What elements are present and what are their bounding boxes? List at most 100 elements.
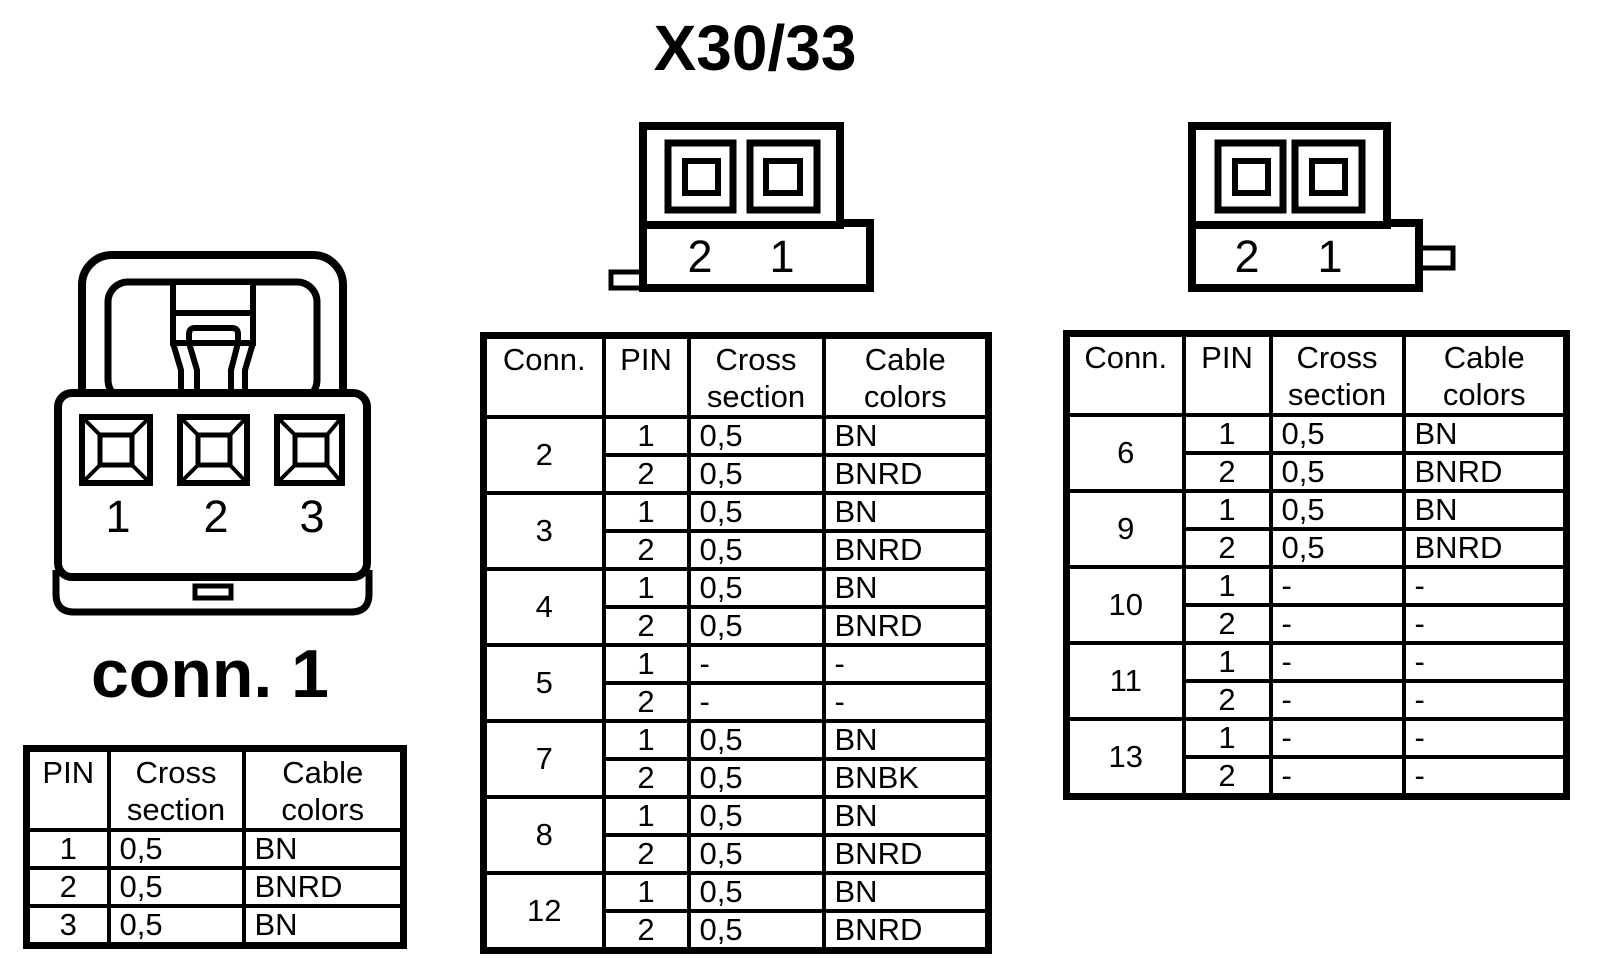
column-header: PIN: [24, 746, 111, 832]
cell: -: [1401, 603, 1569, 645]
page-title: X30/33: [653, 12, 857, 84]
pin-label: 1: [769, 231, 794, 282]
cell: 0,5: [686, 491, 826, 533]
cell: 0,5: [1268, 451, 1406, 493]
cell: 1: [24, 828, 111, 870]
cell: 2: [601, 681, 691, 723]
cell: 1: [1181, 641, 1273, 683]
cell: -: [821, 681, 991, 723]
three-pin-connector-drawing: 1 2 3: [52, 251, 373, 616]
cell: -: [686, 681, 826, 723]
cell: BNRD: [1401, 527, 1569, 569]
table-row: 2--: [1067, 679, 1569, 721]
cell: 0,5: [106, 828, 246, 870]
column-header: PIN: [601, 333, 691, 419]
cell: 1: [601, 719, 691, 761]
cell: BNRD: [821, 909, 991, 953]
cell: 0,5: [686, 833, 826, 875]
cell: 0,5: [686, 567, 826, 609]
pin-label: 1: [105, 491, 130, 542]
cell: 1: [601, 567, 691, 609]
cell: 0,5: [686, 529, 826, 571]
cell: 1: [601, 795, 691, 837]
pin-cavity-1: [746, 139, 821, 214]
column-header: Cross section: [106, 746, 246, 832]
cell: BNBK: [821, 757, 991, 799]
cell: -: [686, 643, 826, 685]
table-row: 2--: [484, 681, 991, 723]
pin-label: 3: [299, 491, 324, 542]
cell: 1: [601, 491, 691, 533]
cell: BN: [241, 904, 406, 948]
cell: 2: [601, 605, 691, 647]
cell: 0,5: [686, 909, 826, 953]
cell: 3: [24, 904, 111, 948]
cell: BNRD: [821, 453, 991, 495]
cell: 2: [1181, 527, 1273, 569]
cell: 1: [1181, 565, 1273, 607]
cell: 1: [601, 415, 691, 457]
conn-cell: 2: [481, 415, 606, 495]
cell: -: [1268, 641, 1406, 683]
cell: -: [1401, 717, 1569, 759]
cell: BNRD: [821, 529, 991, 571]
cell: -: [1401, 641, 1569, 683]
cell: 0,5: [1268, 527, 1406, 569]
conn-cell: 4: [481, 567, 606, 647]
pin-label: 2: [1234, 231, 1259, 282]
pin-cavity-1: [79, 414, 153, 486]
cell: -: [1268, 717, 1406, 759]
cell: BN: [821, 719, 991, 761]
cell: 0,5: [106, 866, 246, 908]
conn-cell: 5: [481, 643, 606, 723]
cell: -: [1401, 755, 1569, 799]
cell: 0,5: [106, 904, 246, 948]
cell: 1: [1181, 489, 1273, 531]
conn-cell: 10: [1064, 565, 1186, 645]
cell: 2: [601, 453, 691, 495]
cell: BN: [241, 828, 406, 870]
cell: BN: [1401, 413, 1569, 455]
cell: BN: [821, 567, 991, 609]
cell: -: [1268, 603, 1406, 645]
conn-cell: 11: [1064, 641, 1186, 721]
cell: 0,5: [686, 795, 826, 837]
cell: 2: [601, 833, 691, 875]
cell: 1: [1181, 717, 1273, 759]
table-row: 2--: [1067, 603, 1569, 645]
cell: 2: [24, 866, 111, 908]
conn-cell: 6: [1064, 413, 1186, 493]
cell: 0,5: [1268, 489, 1406, 531]
column-header: PIN: [1181, 331, 1273, 417]
cell: 2: [601, 909, 691, 953]
column-header: Conn.: [481, 333, 606, 419]
pin-label: 1: [1317, 231, 1342, 282]
connector-caption: conn. 1: [90, 636, 330, 712]
cell: 1: [601, 871, 691, 913]
two-pin-connector-drawing-left: 2 1: [608, 122, 874, 292]
conn-cell: 12: [481, 871, 606, 953]
cell: 0,5: [686, 757, 826, 799]
cell: 0,5: [686, 605, 826, 647]
cell: 0,5: [686, 871, 826, 913]
pin-cavity-1: [1291, 139, 1366, 214]
cell: BN: [1401, 489, 1569, 531]
cell: 0,5: [686, 415, 826, 457]
